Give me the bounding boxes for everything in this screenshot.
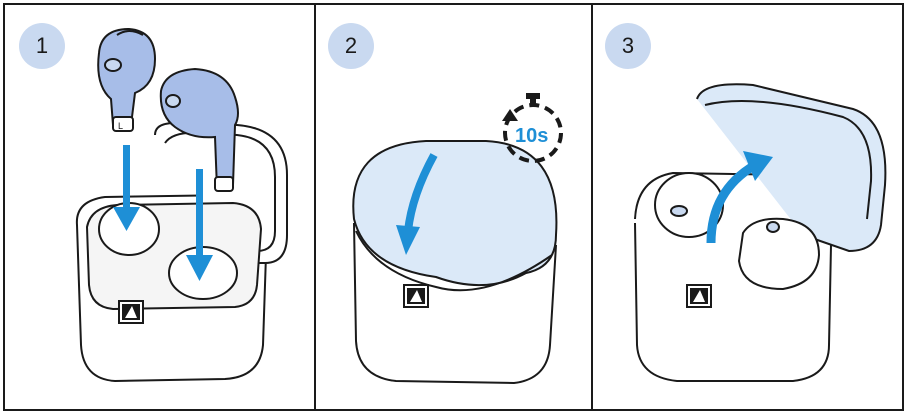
case-icon [634, 83, 887, 382]
step-2-illustration: 10s [352, 93, 563, 385]
step-panel-3: 3 [591, 3, 904, 411]
step-number-badge: 3 [605, 23, 651, 69]
curved-arrow-icon [396, 153, 438, 255]
step-1-illustration: L [75, 27, 288, 383]
earbud-side-label: L [118, 121, 123, 131]
timer-label: 10s [515, 125, 548, 147]
step-panel-1: L 1 [3, 3, 316, 411]
earbud-icon [159, 67, 239, 192]
earbud-icon [97, 27, 157, 132]
step-3-illustration [634, 83, 887, 382]
arrow-down-icon [186, 169, 213, 281]
curved-arrow-icon [706, 151, 773, 244]
timer-icon [502, 93, 563, 163]
step-panel-2: 10s 2 [314, 3, 593, 411]
case-icon [75, 121, 288, 383]
step-number-badge: 2 [328, 23, 374, 69]
case-icon [352, 140, 558, 385]
arrow-down-icon [113, 145, 140, 231]
brand-logo-icon [690, 288, 708, 304]
brand-logo-icon [122, 304, 140, 320]
step-number-badge: 1 [19, 23, 65, 69]
brand-logo-icon [407, 288, 425, 304]
